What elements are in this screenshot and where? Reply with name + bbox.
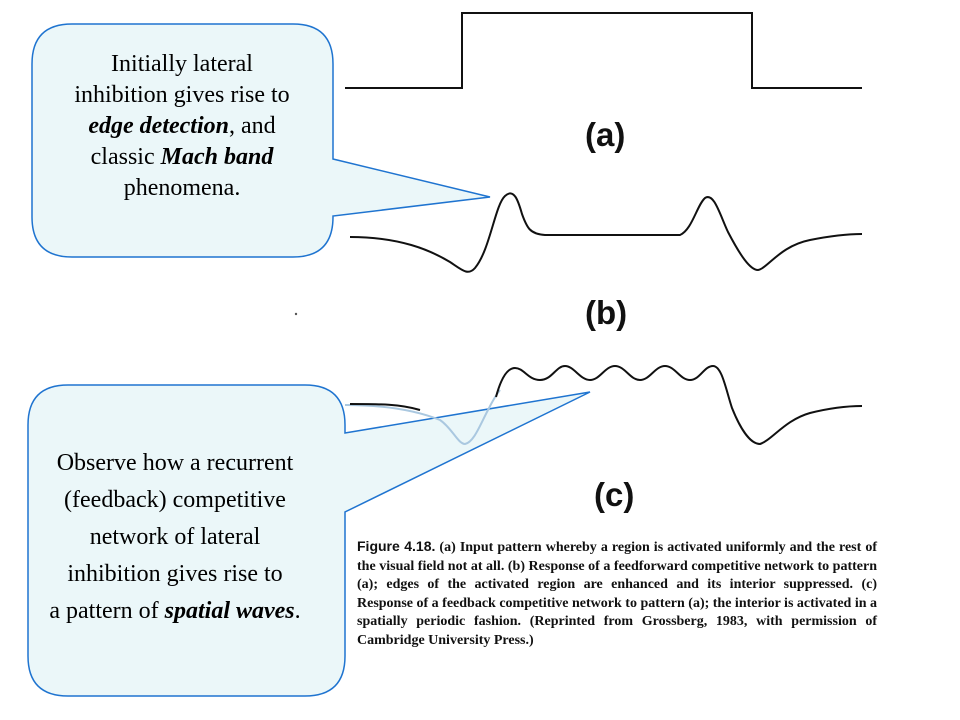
scan-speck (294, 312, 298, 316)
callout-bottom-line-5: a pattern of spatial waves. (10, 599, 340, 636)
figure-caption-label: Figure 4.18. (357, 538, 436, 554)
callout-top-line-1: Initially lateral (111, 51, 253, 77)
callout-top-line-4-pre: classic (90, 144, 161, 170)
input-step-pattern (345, 12, 862, 89)
feedback-response-curve-underlay (344, 389, 501, 446)
callout-top-line-5: phenomena. (123, 175, 241, 201)
callout-text-edge-detection: Initially lateral inhibition gives rise … (32, 52, 332, 207)
callout-bottom-line-4: inhibition gives rise to (67, 561, 283, 587)
callout-text-spatial-waves: Observe how a recurrent (feedback) compe… (10, 451, 340, 636)
panel-label-c: (c) (594, 476, 635, 513)
feedforward-response-curve (349, 192, 863, 273)
term-edge-detection: edge detection (88, 113, 229, 139)
figure-caption-body: (a) Input pattern whereby a region is ac… (357, 540, 877, 648)
callout-bubble-edge-detection (31, 23, 491, 258)
feedback-response-curve (349, 364, 863, 446)
callout-bottom-line-5-pre: a pattern of (49, 598, 165, 624)
callout-bottom-line-1: Observe how a recurrent (56, 450, 294, 476)
callout-bottom-line-2: (feedback) competitive (64, 487, 286, 513)
callout-bottom-line-3: network of lateral (89, 524, 261, 550)
figure-caption: Figure 4.18. (a) Input pattern whereby a… (357, 537, 877, 650)
term-spatial-waves: spatial waves (164, 598, 295, 624)
callout-top-line-2: inhibition gives rise to (74, 82, 290, 108)
callout-bubble-spatial-waves (27, 384, 591, 697)
term-mach-band: Mach band (160, 144, 274, 170)
panel-label-a: (a) (585, 116, 626, 153)
callout-top-line-3: edge detection, and (32, 114, 332, 145)
callout-bottom-line-5-post: . (294, 598, 301, 624)
callout-top-line-3-rest: , and (228, 113, 276, 139)
panel-label-b: (b) (585, 294, 628, 331)
callout-top-line-4: classic Mach band (32, 145, 332, 176)
